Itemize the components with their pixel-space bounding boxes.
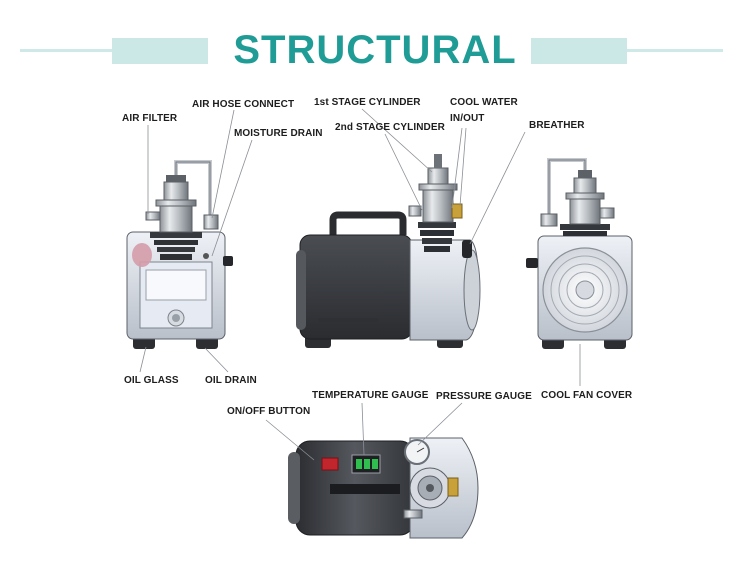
- label-pressure-gauge: PRESSURE GAUGE: [436, 391, 532, 402]
- leader-lines: [139, 108, 581, 461]
- label-air-hose-connect: AIR HOSE CONNECT: [192, 99, 295, 110]
- header-band-left: [112, 38, 208, 64]
- label-cool-fan-cover: COOL FAN COVER: [541, 390, 633, 401]
- label-second-stage-cylinder: 2nd STAGE CYLINDER: [335, 122, 445, 133]
- label-in-out: IN/OUT: [450, 113, 485, 124]
- top-view: [288, 437, 479, 539]
- rear-view: [526, 158, 633, 349]
- label-first-stage-cylinder: 1st STAGE CYLINDER: [314, 97, 421, 108]
- label-oil-drain: OIL DRAIN: [205, 375, 257, 386]
- header-rule-right: [627, 49, 723, 52]
- label-cool-water: COOL WATER: [450, 97, 518, 108]
- header-band-right: [531, 38, 627, 64]
- label-breather: BREATHER: [529, 120, 585, 131]
- page-title: STRUCTURAL: [233, 28, 517, 72]
- label-on-off-button: ON/OFF BUTTON: [227, 406, 311, 417]
- label-air-filter: AIR FILTER: [122, 113, 178, 124]
- front-view: [126, 160, 233, 349]
- header-rule-left: [20, 49, 112, 52]
- label-oil-glass: OIL GLASS: [124, 375, 179, 386]
- side-view: [296, 154, 481, 348]
- label-temperature-gauge: TEMPERATURE GAUGE: [312, 390, 429, 401]
- label-moisture-drain: MOISTURE DRAIN: [234, 128, 323, 139]
